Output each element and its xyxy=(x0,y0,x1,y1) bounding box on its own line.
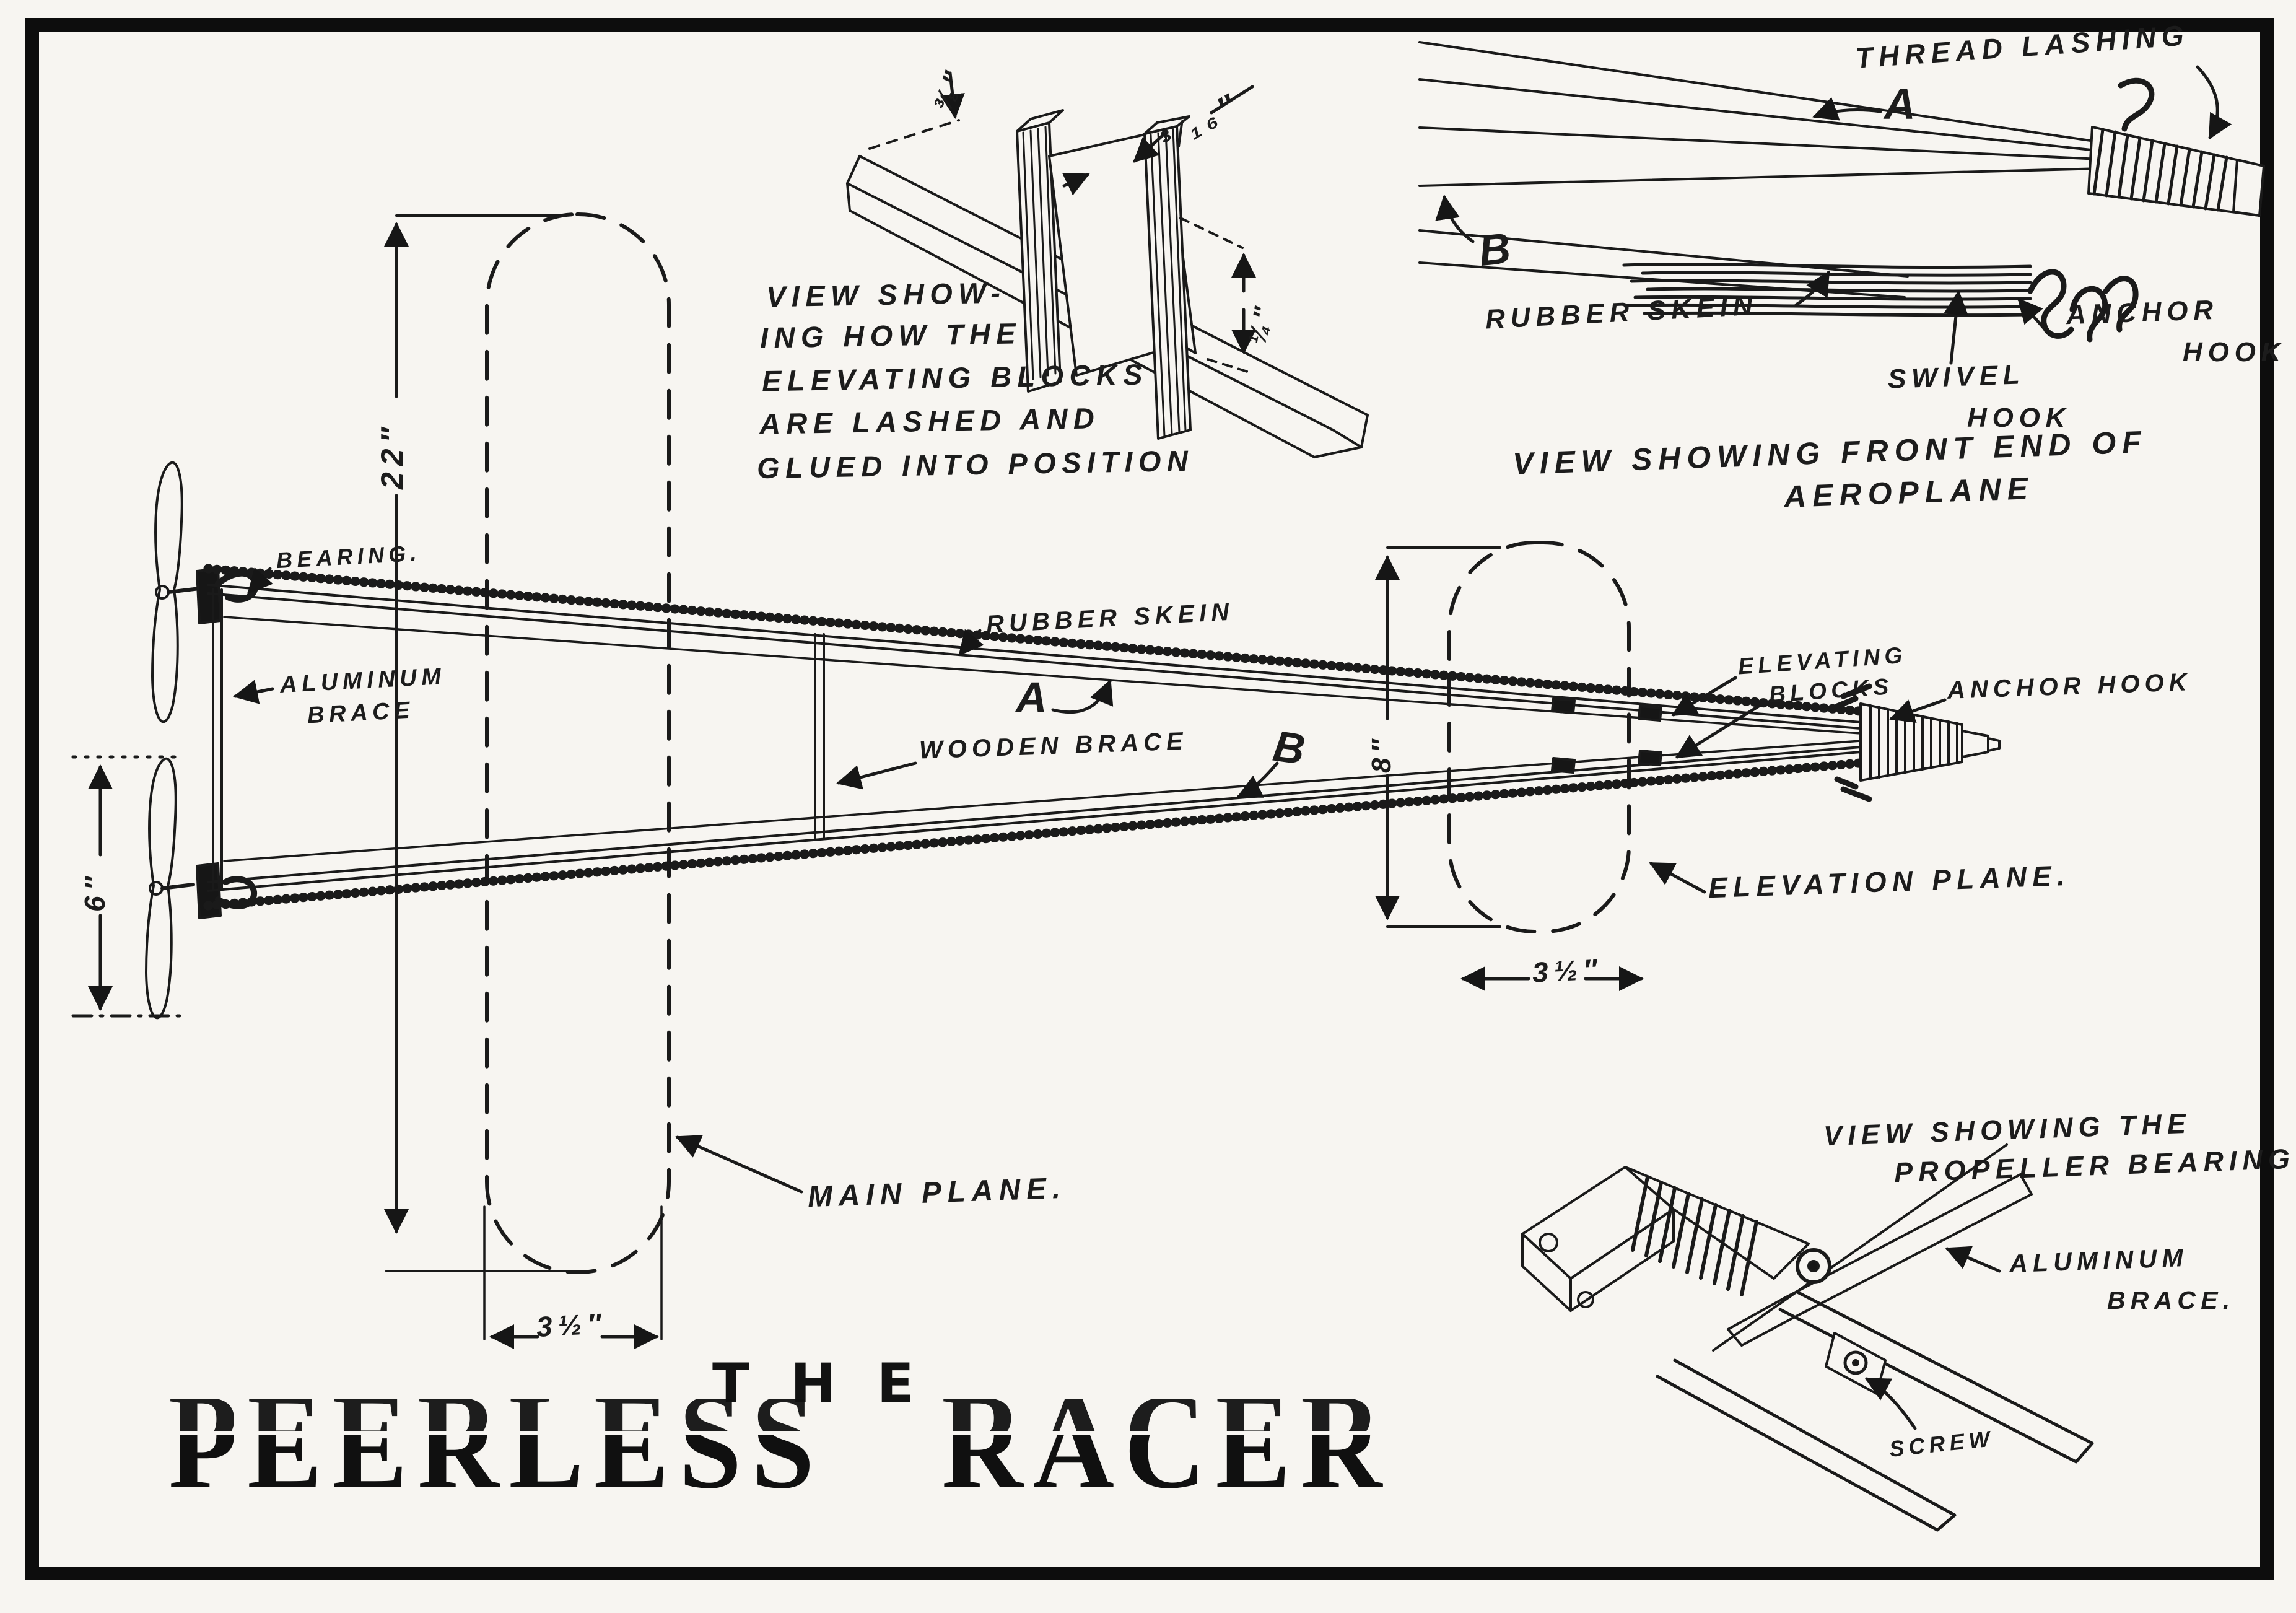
label-main-b: B xyxy=(1270,721,1317,776)
main-plane-outline xyxy=(485,212,671,1274)
label-aluminum-brace-2: BRACE xyxy=(306,697,416,729)
lashing-detail-drawing xyxy=(846,71,1369,458)
front-end-detail-drawing xyxy=(1418,41,2265,365)
dim-main-plane-width: 3½″ xyxy=(535,1307,608,1343)
elevation-plane-outline xyxy=(1447,541,1631,933)
lashing-caption-line-2: ING HOW THE xyxy=(759,317,1022,354)
rubber-skein-bottom xyxy=(203,758,1864,911)
label-anchor-hook-2: HOOK xyxy=(2183,337,2287,367)
title-ghost-text: PEERLESS RACER xyxy=(168,1399,1392,1431)
wooden-brace-line xyxy=(814,633,825,839)
label-main-a: A xyxy=(1016,673,1056,722)
lashing-caption-line-3: ELEVATING BLOCKS xyxy=(761,357,1149,398)
label-front-a: A xyxy=(1884,80,1924,128)
label-anchor-hook-1: ANCHOR xyxy=(2066,294,2219,331)
dim-6-inch: 6″ xyxy=(79,870,111,912)
dim-elevation-width: 3½″ xyxy=(1531,953,1604,989)
label-aluminum-brace-detail-2: BRACE. xyxy=(2107,1286,2235,1314)
main-side-view xyxy=(71,212,2001,1349)
title-main-text: PEERLESS RACER xyxy=(168,1435,1392,1512)
title-ghost-print: PEERLESS RACER xyxy=(168,1399,1581,1431)
label-aluminum-brace-detail-1: ALUMINUM xyxy=(2009,1243,2189,1279)
rubber-skein-top xyxy=(203,564,1864,716)
lashing-caption-line-4: ARE LASHED AND xyxy=(759,401,1101,440)
dim-22-inch: 22″ xyxy=(375,421,409,489)
dim-8-inch: 8″ xyxy=(1366,733,1397,773)
label-swivel-hook-1: SWIVEL xyxy=(1887,359,2026,395)
title-main-print: PEERLESS RACER xyxy=(168,1435,1581,1551)
border-frame xyxy=(25,18,2274,1580)
propeller-bearing-detail-drawing xyxy=(1521,1143,2094,1532)
label-swivel-hook-2: HOOK xyxy=(1967,403,2071,433)
label-front-b: B xyxy=(1477,222,1522,276)
aluminum-brace-line xyxy=(212,588,223,890)
lashing-caption-line-1: VIEW SHOW- xyxy=(766,276,1006,313)
title-the: THE xyxy=(712,1352,955,1415)
